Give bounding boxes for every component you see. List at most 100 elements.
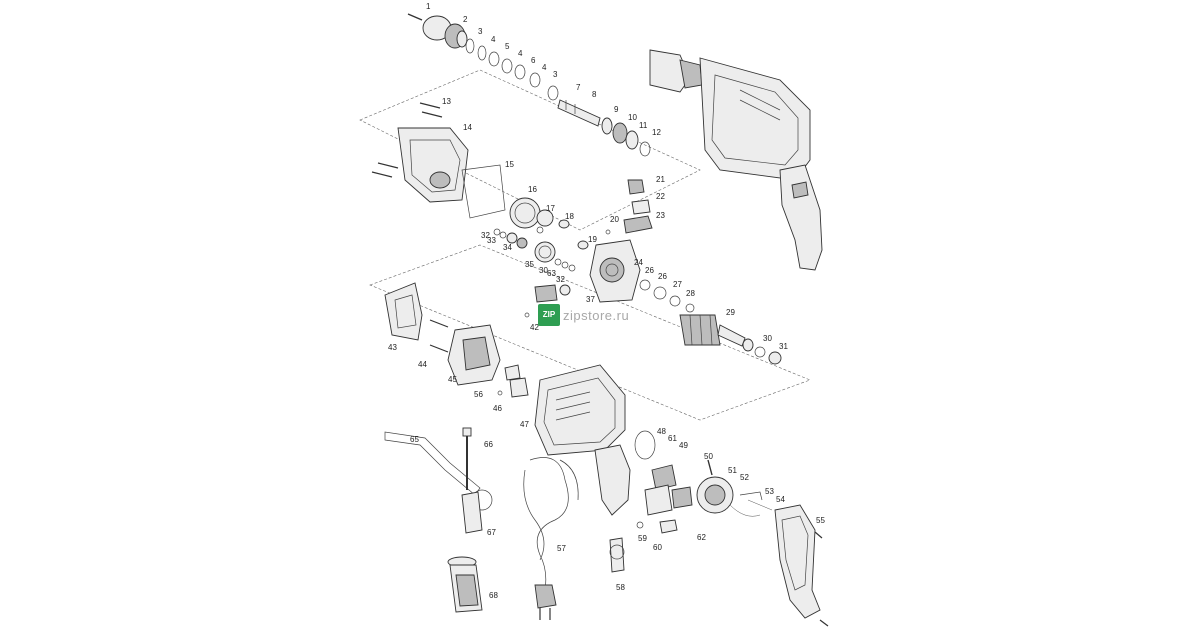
part-label: 68 — [489, 591, 498, 600]
part-21-23-switch-parts — [623, 179, 653, 234]
part-label: 37 — [586, 295, 595, 304]
part-45-stator — [447, 324, 501, 386]
part-24-gearbox-body — [589, 239, 641, 303]
part-label: 66 — [484, 440, 493, 449]
part-19-20-bushings — [577, 229, 611, 250]
part-1-screw — [407, 13, 423, 21]
part-label: 33 — [487, 236, 496, 245]
part-label: 12 — [652, 128, 661, 137]
part-label: 4 — [518, 49, 523, 58]
part-58-cord-guard — [609, 537, 625, 573]
part-label: 19 — [588, 235, 597, 244]
part-rings-3-6 — [465, 38, 559, 101]
part-68-side-handle — [447, 556, 483, 613]
part-48-ring — [634, 430, 656, 460]
part-label: 47 — [520, 420, 529, 429]
part-label: 52 — [740, 473, 749, 482]
part-label: 6 — [531, 56, 536, 65]
part-55-screws — [814, 531, 829, 627]
part-label: 21 — [656, 175, 665, 184]
part-label: 49 — [679, 441, 688, 450]
part-label: 51 — [728, 466, 737, 475]
part-label: 3 — [478, 27, 483, 36]
part-label: 50 — [704, 452, 713, 461]
part-label: 22 — [656, 192, 665, 201]
part-label: 61 — [668, 434, 677, 443]
part-label: 35 — [525, 260, 534, 269]
part-label: 10 — [628, 113, 637, 122]
part-9-12-bearings — [601, 117, 651, 157]
part-label: 62 — [697, 533, 706, 542]
part-label: 23 — [656, 211, 665, 220]
part-label: 60 — [653, 543, 662, 552]
part-56-46-brush-holders — [497, 364, 529, 398]
part-61-49-switch — [644, 464, 693, 516]
part-label: 4 — [542, 63, 547, 72]
part-label: 2 — [463, 15, 468, 24]
part-label: 13 — [442, 97, 451, 106]
part-label: 28 — [686, 289, 695, 298]
zip-logo-text: ZIP — [542, 310, 556, 319]
part-label: 32 — [556, 275, 565, 284]
part-16-gear — [509, 197, 554, 229]
part-label: 63 — [547, 269, 556, 278]
part-label: 43 — [388, 343, 397, 352]
part-label: 26 — [658, 272, 667, 281]
part-57-power-cord — [523, 457, 579, 620]
part-label: 34 — [503, 243, 512, 252]
part-label: 53 — [765, 487, 774, 496]
part-label: 7 — [576, 83, 581, 92]
part-65-depth-rod — [384, 431, 481, 496]
part-14-gear-housing — [397, 127, 469, 203]
part-label: 27 — [673, 280, 682, 289]
part-label: 57 — [557, 544, 566, 553]
part-17-18-pins — [536, 219, 570, 234]
part-label: 31 — [779, 342, 788, 351]
part-label: 8 — [592, 90, 597, 99]
part-label: 17 — [546, 204, 555, 213]
part-label: 44 — [418, 360, 427, 369]
part-7-8-spindle — [557, 99, 601, 127]
watermark-text: zipstore.ru — [563, 308, 630, 323]
part-53-54-rear-handle — [747, 499, 821, 619]
part-label: 59 — [638, 534, 647, 543]
part-label: 45 — [448, 375, 457, 384]
part-66-bolt — [462, 427, 472, 490]
part-label: 55 — [816, 516, 825, 525]
part-label: 14 — [463, 123, 472, 132]
part-label: 26 — [645, 266, 654, 275]
part-label: 30 — [763, 334, 772, 343]
assembled-drill — [649, 49, 823, 271]
part-label: 32 — [481, 231, 490, 240]
part-37-42-small-parts — [524, 284, 571, 318]
zip-logo: ZIP — [538, 304, 560, 326]
part-67-handle-clamp — [461, 489, 493, 534]
part-15-gasket — [461, 164, 506, 219]
part-label: 24 — [634, 258, 643, 267]
part-label: 56 — [474, 390, 483, 399]
part-label: 48 — [657, 427, 666, 436]
part-label: 65 — [410, 435, 419, 444]
part-label: 15 — [505, 160, 514, 169]
part-label: 58 — [616, 583, 625, 592]
part-32-33-34-small-parts — [493, 228, 528, 249]
part-29-armature — [679, 314, 754, 352]
part-labels: 1 2 3 4 5 4 6 4 3 7 8 9 10 11 12 13 14 1… — [388, 2, 825, 600]
part-label: 67 — [487, 528, 496, 537]
group-outline-front — [359, 69, 701, 231]
part-label: 42 — [530, 323, 539, 332]
part-30-63-32 — [554, 258, 576, 272]
part-label: 30 — [539, 266, 548, 275]
part-label: 4 — [491, 35, 496, 44]
part-50-52-brush-assembly — [696, 459, 763, 517]
part-47-motor-housing — [534, 364, 631, 516]
part-26-28-washers — [639, 279, 695, 313]
part-2-chuck — [422, 15, 468, 49]
part-43-baffle — [384, 282, 423, 341]
part-label: 54 — [776, 495, 785, 504]
part-label: 16 — [528, 185, 537, 194]
part-59-60-small-parts — [636, 519, 678, 534]
part-label: 18 — [565, 212, 574, 221]
part-label: 29 — [726, 308, 735, 317]
